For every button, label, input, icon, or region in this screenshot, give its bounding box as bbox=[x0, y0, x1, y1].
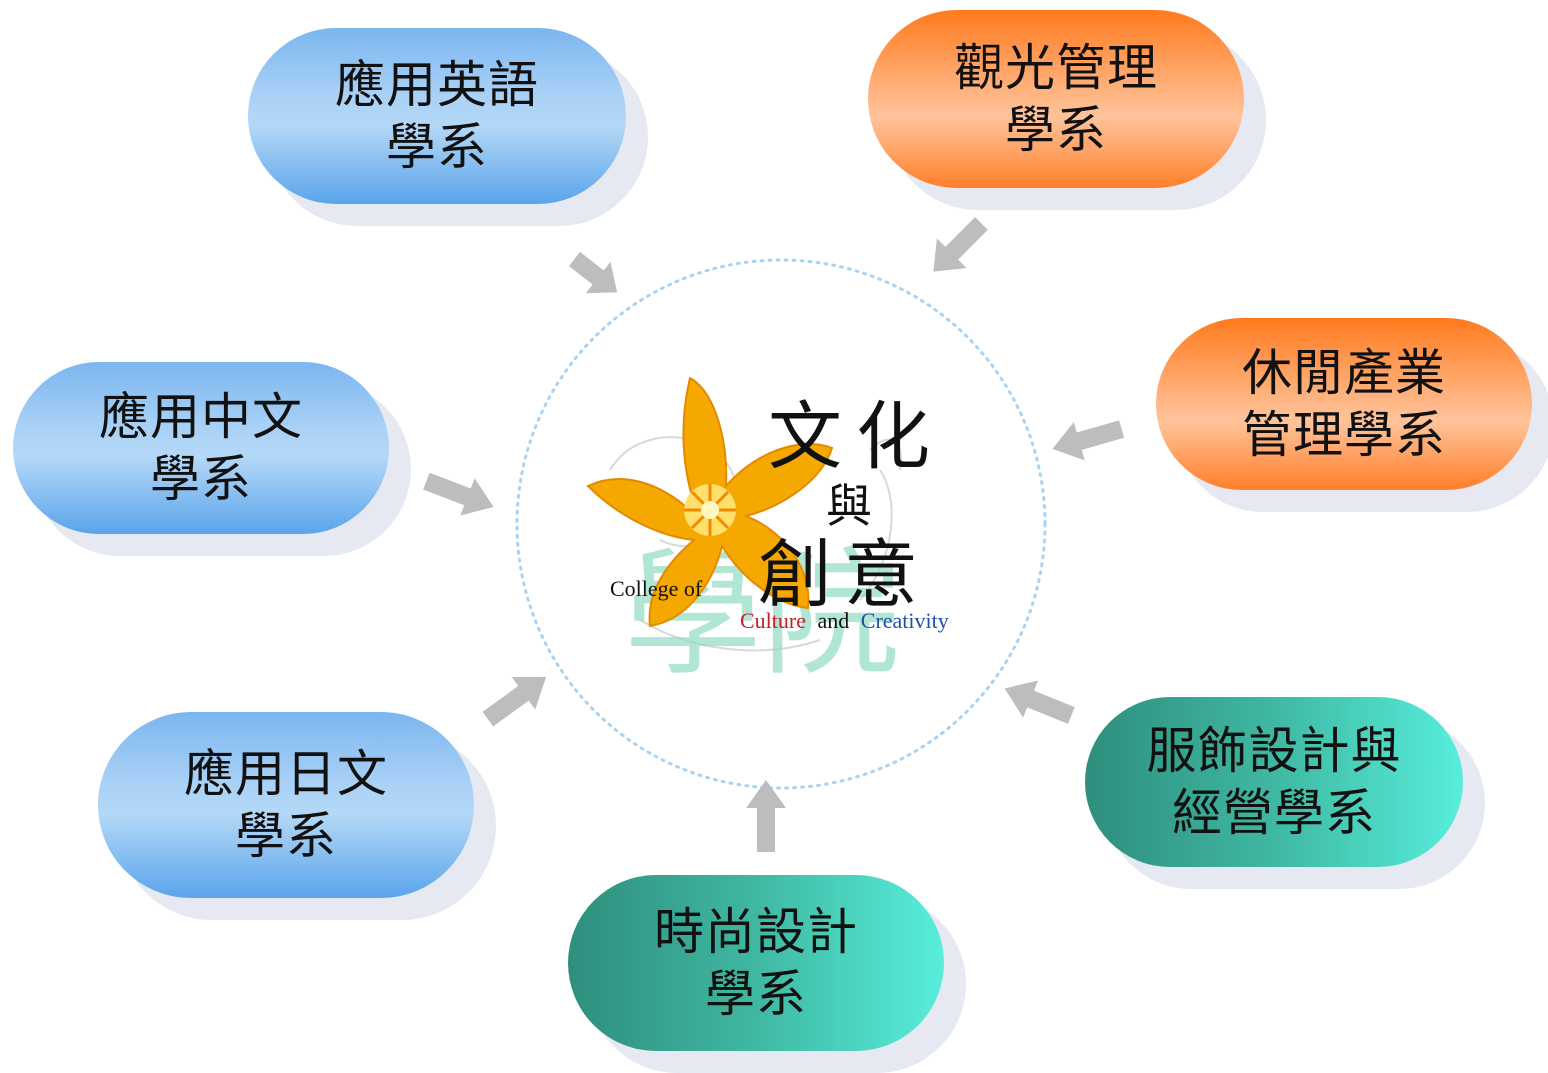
dept-applied-chinese: 應用中文 學系 bbox=[13, 362, 411, 556]
logo-english-culture: Culture bbox=[740, 608, 806, 633]
dept-leisure-industry-management: 休閒產業 管理學系 bbox=[1156, 318, 1548, 512]
dept-label: 時尚設計 學系 bbox=[654, 903, 858, 1023]
dept-applied-japanese: 應用日文 學系 bbox=[98, 712, 496, 920]
center-dotted-circle bbox=[515, 258, 1047, 790]
dept-label: 服飾設計與 經營學系 bbox=[1146, 722, 1402, 842]
arrow-from-fashion bbox=[746, 780, 786, 852]
arrow-from-apparel bbox=[1004, 680, 1075, 724]
logo-english-and: and bbox=[818, 608, 850, 633]
college-logo: 學院 文 化 與 創 意 College of bbox=[586, 376, 949, 695]
arrow-from-english bbox=[568, 251, 618, 294]
dept-label: 應用日文 學系 bbox=[184, 745, 388, 865]
dept-tourism-management: 觀光管理 學系 bbox=[868, 10, 1266, 210]
logo-char-chuang: 創 bbox=[758, 532, 832, 618]
arrow-from-chinese bbox=[423, 472, 494, 516]
logo-char-yu: 與 bbox=[826, 479, 872, 533]
dept-applied-english: 應用英語 學系 bbox=[248, 28, 648, 226]
dept-apparel-design-management: 服飾設計與 經營學系 bbox=[1085, 697, 1485, 889]
arrow-from-japanese bbox=[482, 676, 547, 727]
dept-label: 應用中文 學系 bbox=[99, 388, 303, 508]
dept-label: 觀光管理 學系 bbox=[954, 39, 1158, 159]
arrows bbox=[423, 217, 1125, 852]
arrow-from-leisure bbox=[1052, 420, 1125, 461]
logo-char-hua: 化 bbox=[856, 394, 930, 480]
logo-english-line: Culture and Creativity bbox=[740, 608, 949, 633]
arrow-from-tourism bbox=[933, 217, 988, 272]
logo-char-yi: 意 bbox=[844, 532, 918, 618]
logo-char-wen: 文 bbox=[768, 394, 842, 480]
dept-fashion-design: 時尚設計 學系 bbox=[568, 875, 966, 1073]
dept-label: 應用英語 學系 bbox=[335, 56, 539, 176]
dept-label: 休閒產業 管理學系 bbox=[1242, 344, 1446, 464]
logo-english-college-of: College of bbox=[610, 576, 703, 601]
logo-english-creativity: Creativity bbox=[861, 608, 949, 633]
flower-icon bbox=[586, 376, 834, 628]
